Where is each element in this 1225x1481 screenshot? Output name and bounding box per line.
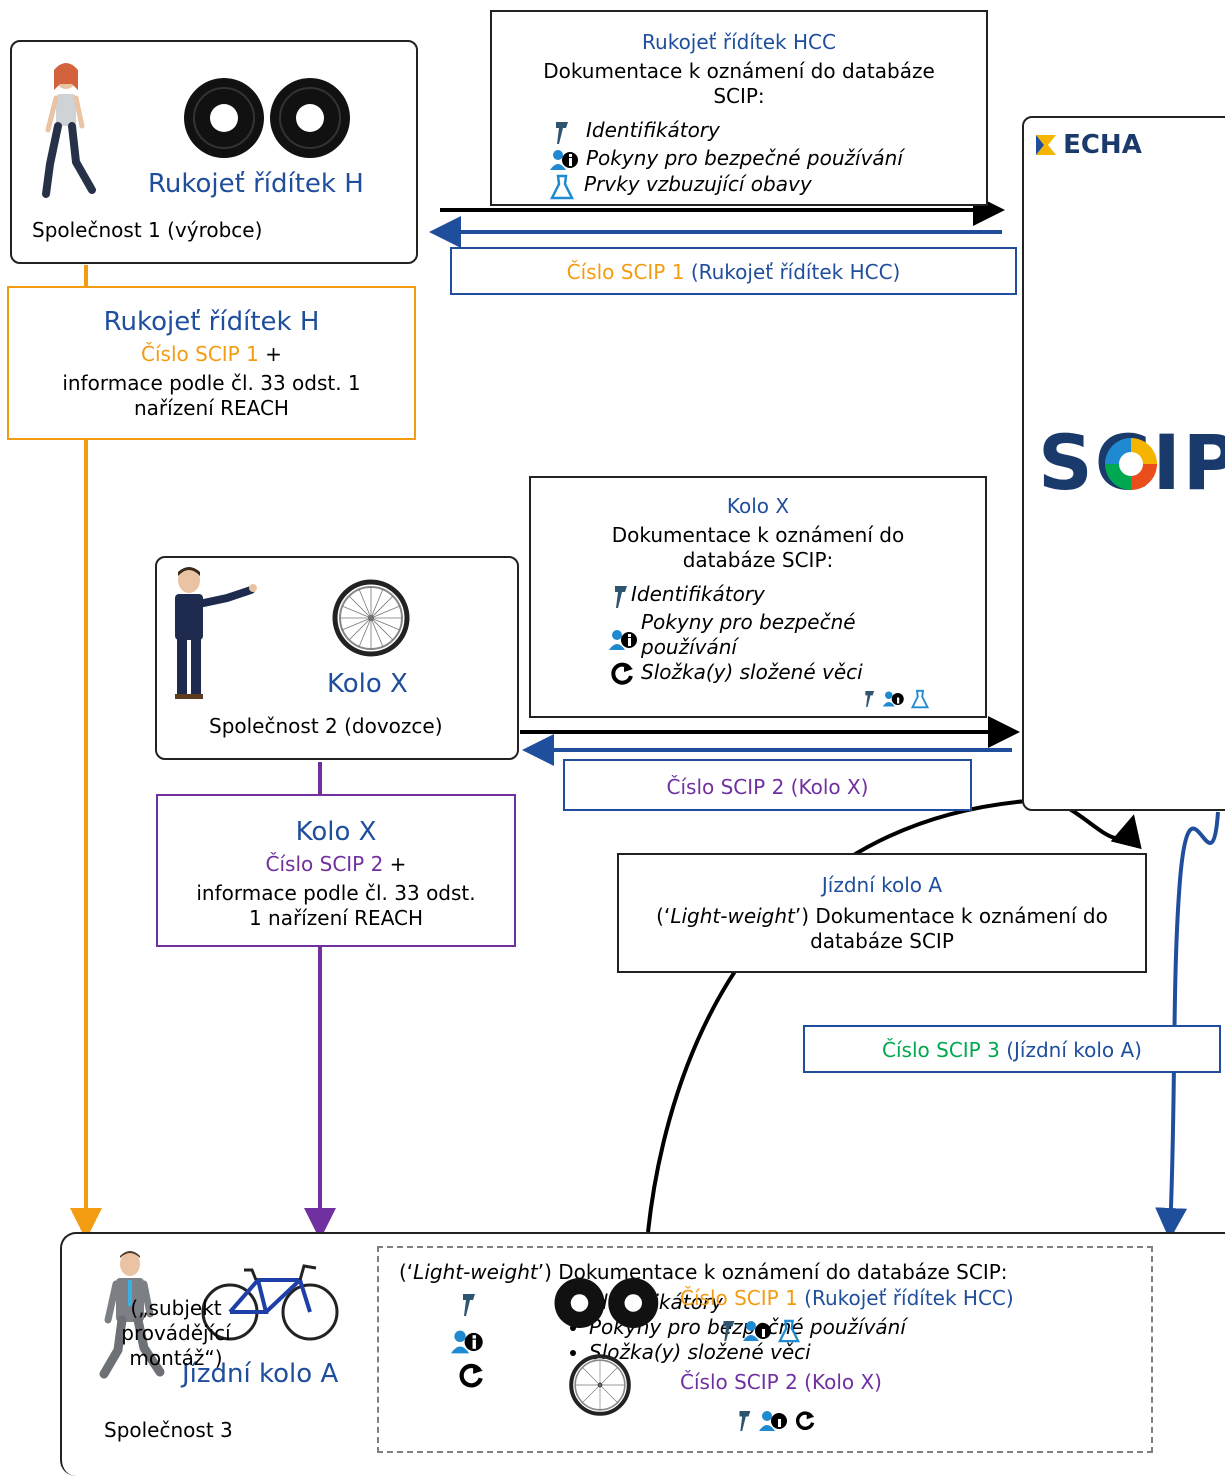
notif2-item-3: Složka(y) složené věci — [641, 659, 863, 684]
grip-tape-image-small — [554, 1278, 659, 1328]
ref2-scip: Číslo SCIP 2 — [680, 1370, 798, 1394]
notif3-lw: Light-weight — [670, 904, 795, 928]
echa-box: ECHA SCIP — [1022, 116, 1225, 811]
user-info-icon — [609, 629, 637, 650]
flow1-info-box: Rukojeť řídítek H Číslo SCIP 1 + informa… — [7, 286, 416, 440]
notif1-item-2: Pokyny pro bezpečné používání — [586, 145, 903, 170]
return1-scip: Číslo SCIP 1 — [566, 260, 685, 284]
return3-scip: Číslo SCIP 3 — [882, 1038, 1000, 1062]
refresh-icon — [796, 1411, 815, 1430]
screw-icon — [556, 121, 568, 144]
refresh-icon — [459, 1363, 483, 1388]
flow2-product: Kolo X — [295, 817, 377, 847]
return1-product: (Rukojeť řídítek HCC) — [690, 260, 901, 284]
woman-figure — [42, 63, 96, 198]
notif2-heading: Dokumentace k oznámení do databáze SCIP: — [611, 523, 905, 572]
man-figure — [175, 567, 257, 699]
notif3-product: Jízdní kolo A — [821, 873, 943, 897]
wheel-image — [332, 579, 410, 657]
submit-arrow-3 — [646, 797, 1142, 1233]
return2-text: Číslo SCIP 2 (Kolo X) — [666, 775, 869, 799]
company1-product: Rukojeť řídítek H — [148, 169, 364, 199]
refresh-icon — [611, 662, 633, 685]
notif1-product: Rukojeť řídítek HCC — [642, 30, 836, 54]
user-info-icon — [759, 1411, 788, 1431]
return3-product: (Jízdní kolo A) — [1006, 1038, 1142, 1062]
company2-label: Společnost 2 (dovozce) — [209, 714, 443, 738]
flow1-info: informace podle čl. 33 odst. 1 nařízení … — [62, 371, 361, 420]
screw-icon — [865, 690, 875, 707]
notif2-box: Kolo X Dokumentace k oznámení do databáz… — [529, 476, 987, 718]
flask-icon — [550, 174, 574, 199]
screw-icon — [615, 585, 627, 608]
user-info-icon — [550, 150, 578, 170]
flask-icon — [911, 689, 930, 708]
return2-box: Číslo SCIP 2 (Kolo X) — [563, 759, 972, 811]
notif1-box: Rukojeť řídítek HCC Dokumentace k oznáme… — [490, 10, 988, 206]
notif2-product: Kolo X — [726, 494, 790, 518]
user-info-icon — [451, 1330, 483, 1354]
flow2-info: informace podle čl. 33 odst. 1 nařízení … — [196, 881, 476, 930]
bullet-item: Složka(y) složené věci — [589, 1340, 906, 1365]
company3-doc-lw: Light-weight — [413, 1260, 538, 1284]
flow1-plus: + — [258, 342, 282, 366]
notif1-item-1: Identifikátory — [586, 118, 720, 142]
echa-logo: ECHA — [1063, 130, 1142, 160]
flask-icon — [778, 1319, 801, 1343]
company3-label: Společnost 3 — [104, 1418, 233, 1442]
screw-icon — [723, 1321, 735, 1341]
businessman-figure — [99, 1251, 165, 1379]
return-arrow-3 — [1155, 811, 1220, 1240]
return1-box: Číslo SCIP 1 (Rukojeť řídítek HCC) — [450, 247, 1017, 295]
wheel-image-small — [569, 1354, 631, 1416]
company1-box: Rukojeť řídítek H Společnost 1 (výrobce) — [10, 40, 418, 264]
grip-tape-image — [184, 78, 350, 158]
bicycle-image — [201, 1264, 339, 1341]
company1-label: Společnost 1 (výrobce) — [32, 218, 263, 242]
company3-role-visible: („subjekt provádějící montáž“) — [121, 1296, 231, 1370]
company3-doc-heading: ’) Dokumentace k oznámení do databáze SC… — [537, 1260, 1008, 1284]
notif3-box: Jízdní kolo A (‘Light-weight’) Dokumenta… — [617, 853, 1147, 973]
user-info-icon — [743, 1321, 772, 1341]
echa-logo-icon — [1036, 135, 1056, 155]
scip-logo: SCIP — [1038, 418, 1225, 507]
company3-box: Jízdní kolo A Společnost 3 — [60, 1232, 1225, 1476]
user-info-icon — [882, 691, 904, 706]
ref1-scip: Číslo SCIP 1 — [680, 1286, 798, 1310]
company2-product: Kolo X — [327, 669, 408, 699]
notif1-heading: Dokumentace k oznámení do databáze SCIP: — [543, 59, 935, 108]
notif2-item-2: Pokyny pro bezpečné používání — [641, 609, 856, 659]
notif1-item-3: Prvky vzbuzující obavy — [584, 172, 812, 196]
scip-logo-ring — [1105, 438, 1157, 490]
flow1-product: Rukojeť řídítek H — [103, 307, 320, 337]
company3-product: Jízdní kolo A — [182, 1359, 339, 1389]
ref2-product: (Kolo X) — [804, 1370, 882, 1394]
notif2-item-1: Identifikátory — [631, 582, 765, 606]
ref1-product: (Rukojeť řídítek HCC) — [804, 1286, 1014, 1310]
screw-icon — [739, 1411, 751, 1431]
company2-box: Kolo X Společnost 2 (dovozce) — [155, 556, 519, 760]
return3-box: Číslo SCIP 3 (Jízdní kolo A) — [803, 1025, 1221, 1073]
screw-icon — [463, 1294, 475, 1316]
notif3-text: ’) Dokumentace k oznámení do databáze SC… — [794, 904, 1108, 953]
flow2-scip: Číslo SCIP 2 — [265, 852, 384, 876]
flow2-info-box: Kolo X Číslo SCIP 2 + informace podle čl… — [156, 794, 516, 947]
flow2-plus: + — [383, 852, 407, 876]
flow1-scip: Číslo SCIP 1 — [141, 342, 259, 366]
